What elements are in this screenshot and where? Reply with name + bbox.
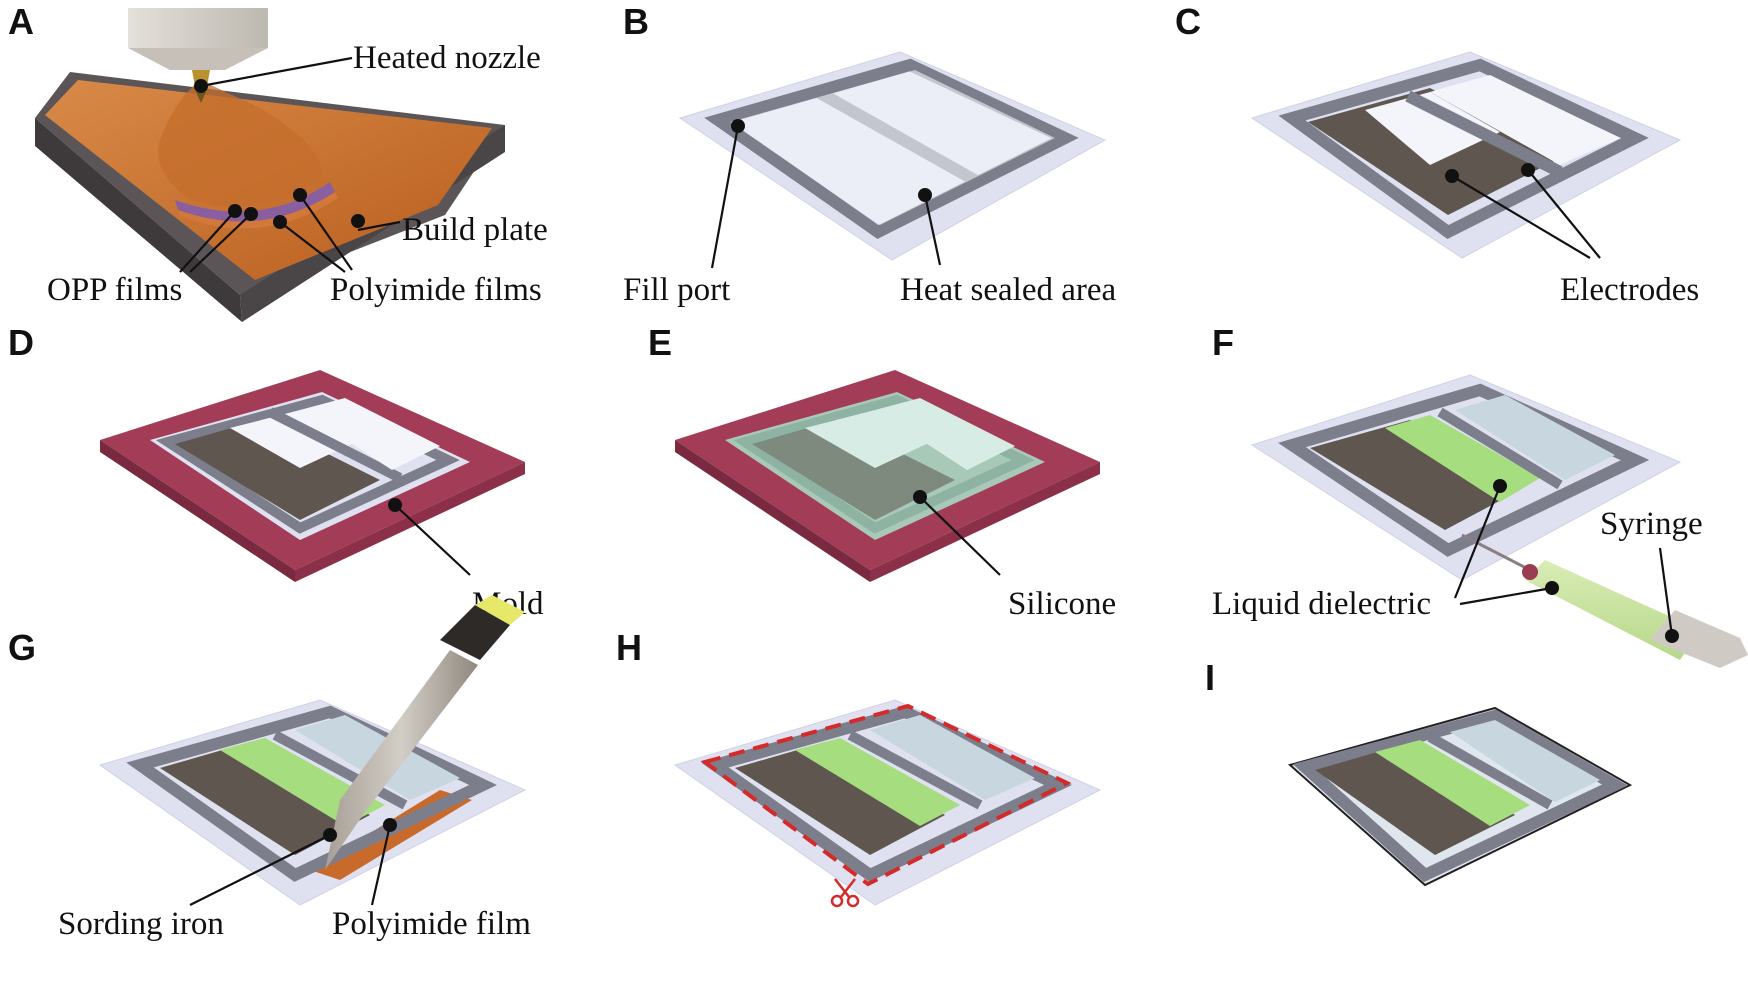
label-syringe: Syringe: [1600, 506, 1703, 542]
label-electrodes: Electrodes: [1560, 272, 1699, 308]
panel-i: I: [1205, 657, 1633, 887]
panel-g: G Sording iron Polyimide film: [8, 595, 531, 942]
panel-c: C Electrodes: [1175, 1, 1699, 308]
soldering-iron: [325, 650, 478, 870]
label-sording-iron: Sording iron: [58, 906, 224, 942]
label-polyimide-films: Polyimide films: [330, 272, 542, 308]
panel-h: H: [616, 627, 1102, 908]
heat-seal-frame: [126, 705, 497, 882]
label-build-plate: Build plate: [402, 212, 548, 248]
electrode: [175, 420, 380, 520]
electrode: [1315, 744, 1515, 855]
label-fill-port: Fill port: [623, 272, 730, 308]
panel-letter-f: F: [1212, 322, 1234, 363]
panel-letter-d: D: [8, 322, 34, 363]
heat-seal-frame: [1278, 383, 1650, 557]
label-polyimide-film: Polyimide film: [332, 906, 531, 942]
cut-line: [700, 703, 1072, 887]
syringe-plunger: [1650, 610, 1748, 668]
electrode: [735, 742, 945, 855]
film-stack: [175, 182, 335, 222]
panel-letter-e: E: [648, 322, 672, 363]
panel-f: F Syringe Liquid dielectric: [1212, 322, 1748, 668]
panel-letter-b: B: [623, 1, 649, 42]
panel-e: E Silicone: [648, 322, 1116, 622]
electrode: [1310, 420, 1520, 530]
panel-a: A Heated nozzle Build plate OPP films: [8, 1, 548, 322]
panel-letter-h: H: [616, 627, 642, 668]
leader-dot: [194, 79, 208, 93]
label-silicone: Silicone: [1008, 586, 1116, 622]
printer-head: [128, 8, 268, 48]
panel-b: B Fill port Heat sealed area: [623, 1, 1117, 308]
window-left: [1365, 92, 1500, 165]
panel-letter-c: C: [1175, 1, 1201, 42]
heat-seal-frame: [1278, 58, 1649, 240]
heat-seal-frame: [704, 58, 1079, 239]
label-heat-sealed-area: Heat sealed area: [900, 272, 1117, 308]
molten-polymer: [158, 80, 322, 207]
label-opp-films: OPP films: [47, 272, 182, 308]
electrode: [160, 742, 370, 855]
window-right: [1430, 75, 1620, 165]
heat-seal-frame: [1292, 709, 1628, 883]
panel-letter-a: A: [8, 1, 34, 42]
scissors-icon: [830, 878, 860, 908]
panel-d: D Mold: [8, 322, 544, 622]
panel-letter-i: I: [1205, 657, 1215, 698]
heat-seal-frame: [701, 705, 1072, 882]
label-heated-nozzle: Heated nozzle: [353, 40, 541, 76]
syringe-needle: [1461, 533, 1531, 572]
panel-letter-g: G: [8, 627, 36, 668]
label-liquid-dielectric: Liquid dielectric: [1212, 586, 1431, 622]
